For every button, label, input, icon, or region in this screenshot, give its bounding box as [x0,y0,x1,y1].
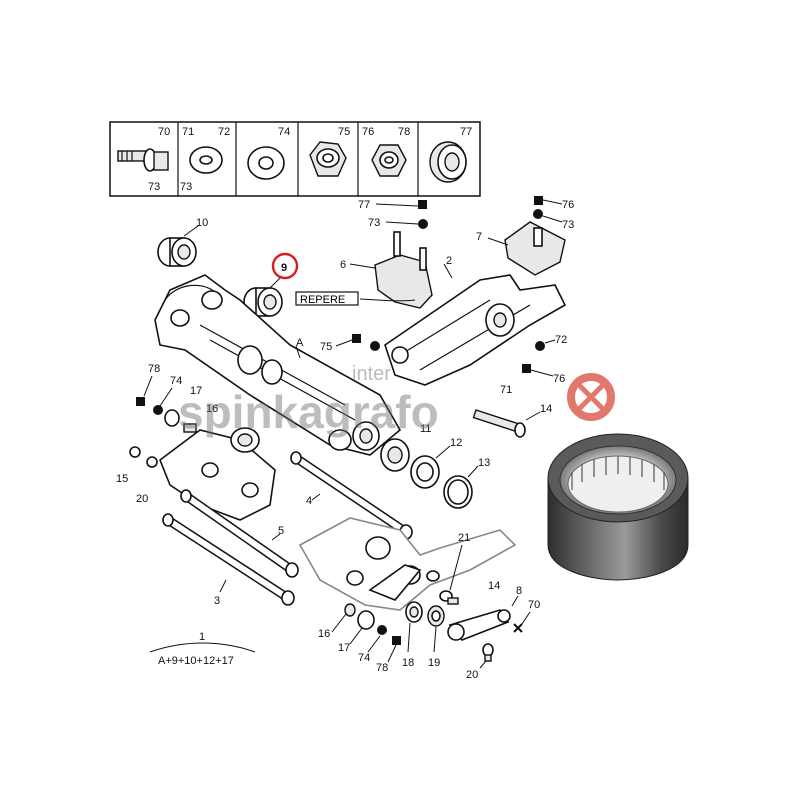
watermark-brand: spinkagrafo [178,386,439,438]
washer-icon [247,146,285,180]
callout-17-a: 17 [190,385,202,397]
callout-72: 72 [555,334,567,346]
callout-14-b: 14 [488,580,500,592]
callout-74-a: 74 [170,375,182,387]
lower-right-assembly [298,517,517,611]
callout-20-a: 20 [136,493,148,505]
callout-12: 12 [450,437,462,449]
legend-70: 70 [158,126,170,138]
callout-10: 10 [196,217,208,229]
kit-note: 1 A+9+10+12+17 [149,631,256,667]
hex-nut-icon [371,144,407,177]
callout-20-b: 20 [466,669,478,681]
watermark-logo-icon [567,373,615,421]
callout-77: 77 [358,199,370,211]
part-7-mount-block: 7 76 73 [476,196,574,276]
callout-21: 21 [458,532,470,544]
kit-formula: A+9+10+12+17 [158,655,234,667]
callout-A: A [296,337,304,349]
watermark-small: inter [352,363,391,385]
callout-15: 15 [116,473,128,485]
bolt-washer-icon [117,148,169,172]
part-12-bearing: 12 [380,437,462,489]
bearing-washer-icon [429,141,467,183]
flat-washer-icon [189,146,223,174]
callout-18: 18 [402,657,414,669]
part-3-rod: 3 [162,513,295,607]
callout-74-b: 74 [358,652,370,664]
right-fastener-callouts: 72 76 [522,334,567,385]
callout-7: 7 [476,231,482,243]
callout-78-b: 78 [376,662,388,674]
callout-76-b: 76 [553,373,565,385]
legend-78: 78 [398,126,410,138]
kit-number: 1 [199,631,205,643]
left-fasteners: 78 74 17 16 [136,363,218,433]
needle-bearing-photo [547,433,689,581]
callout-9: 9 [281,262,287,274]
part-9-bushing: 9 [243,252,299,317]
legend-73-b: 73 [180,181,192,193]
callout-6: 6 [340,259,346,271]
highlight-circle [271,252,299,280]
callout-75: 75 [320,341,332,353]
part-10-bushing: 10 [157,217,208,267]
callout-11: 11 [420,423,431,435]
callout-2: 2 [446,255,452,267]
legend-71: 71 [182,126,194,138]
callout-71: 71 [500,384,512,396]
legend-75: 75 [338,126,350,138]
callout-13: 13 [478,457,490,469]
part-14-bolt: 14 71 [472,384,552,438]
callout-70: 70 [528,599,540,611]
callout-75-group: 75 [320,334,380,353]
callout-16-b: 16 [318,628,330,640]
part-8-link: 8 70 20 [447,585,540,681]
part-2-upper-arm: 2 11 [384,255,567,435]
callout-14-a: 14 [540,403,552,415]
callout-19: 19 [428,657,440,669]
part-13-ring: 13 [443,457,490,509]
callout-73-a: 73 [368,217,380,229]
callout-78-a: 78 [148,363,160,375]
part-5-rod: 5 [180,489,299,578]
legend-box: 70 73 71 72 73 74 75 [109,121,481,197]
part-6-mount: 6 REPERE [295,231,433,309]
main-arm-A: A [154,274,402,456]
legend-76: 76 [362,126,374,138]
repere-label: REPERE [300,294,345,306]
legend-77: 77 [460,126,472,138]
callout-76-a: 76 [562,199,574,211]
callout-3: 3 [214,595,220,607]
callout-17-b: 17 [338,642,350,654]
callout-5: 5 [278,525,284,537]
lower-fasteners: 21 14 16 17 74 78 18 19 [318,532,500,674]
callout-4: 4 [306,495,312,507]
legend-72: 72 [218,126,230,138]
watermark: inter spinkagrafo [178,363,615,438]
legend-74: 74 [278,126,290,138]
callout-16-a: 16 [206,403,218,415]
callout-73-b: 73 [562,219,574,231]
callout-8: 8 [516,585,522,597]
legend-73-a: 73 [148,181,160,193]
mount-fastener-callouts: 77 73 [358,199,428,229]
nut-icon [309,141,347,177]
